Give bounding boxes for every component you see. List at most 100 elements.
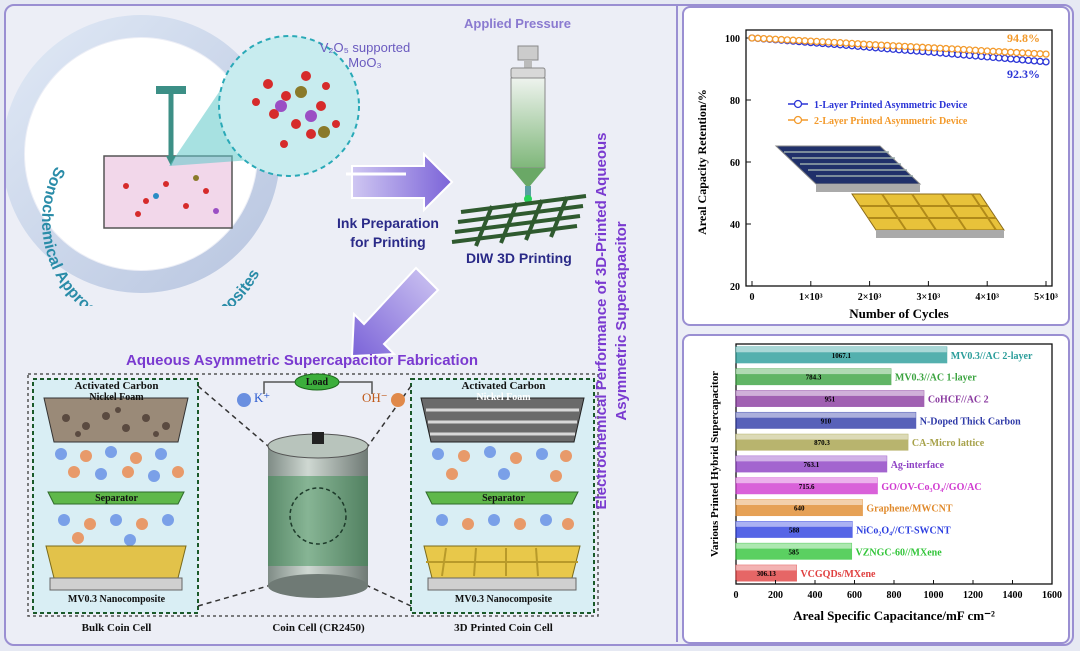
x-tick-label: 200 xyxy=(768,590,783,601)
series-point xyxy=(1030,57,1038,65)
series-point xyxy=(789,36,797,44)
bar-value-label: 306.13 xyxy=(757,570,777,578)
y-tick-label: 60 xyxy=(730,158,740,169)
bar-value-label: 763.1 xyxy=(803,461,819,469)
bar-name-label: MV0.3//AC 2-layer xyxy=(951,351,1033,362)
y-tick-label: 100 xyxy=(725,34,740,45)
series-point xyxy=(865,40,874,49)
x-tick-label: 1600 xyxy=(1042,590,1062,601)
series-point xyxy=(765,35,774,43)
series-point xyxy=(895,42,903,50)
bar-name-label: CA-Micro lattice xyxy=(912,438,985,449)
inset-label: V₂O₅ supported MoO₃ xyxy=(300,40,430,70)
circle-label-text: Sonochemical Approaches for Nanocomposit… xyxy=(38,164,263,340)
x-tick-label: 2×10³ xyxy=(858,292,882,303)
series-point xyxy=(795,36,803,45)
oh-ion-label: OH⁻ xyxy=(362,390,388,405)
bar-name-label: N-Doped Thick Carbon xyxy=(920,416,1021,427)
series-point xyxy=(842,39,850,47)
arrow-down-left xyxy=(350,266,440,358)
bulk-top2-label: Nickel Foam xyxy=(89,392,144,403)
series-point xyxy=(824,38,833,46)
bulk-top-label: Activated Carbon xyxy=(74,380,159,392)
series-point xyxy=(901,42,909,51)
x-axis-label: Number of Cycles xyxy=(849,306,948,321)
series-point xyxy=(1024,56,1033,65)
series-point xyxy=(818,38,827,46)
series-point xyxy=(1042,58,1050,66)
y-tick-label: 40 xyxy=(730,220,740,231)
series-point xyxy=(907,43,915,51)
series-point xyxy=(1042,50,1050,58)
bulk-separator-label: Separator xyxy=(95,493,138,504)
left-panel: Sonochemical Approaches for Nanocomposit… xyxy=(2,6,676,644)
bar-name-label: CoHCF//AC 2 xyxy=(928,395,989,406)
series-point xyxy=(771,35,780,43)
series-point xyxy=(807,37,815,45)
series-point xyxy=(836,39,844,47)
series-point xyxy=(1007,55,1015,63)
bar-highlight xyxy=(736,456,887,462)
legend-marker xyxy=(793,115,803,125)
circle-label: Sonochemical Approaches for Nanocomposit… xyxy=(26,156,263,340)
series-point xyxy=(1001,54,1009,63)
molecule-cluster xyxy=(252,71,340,148)
bar-highlight xyxy=(736,347,947,353)
printed-top2-label: Nickel Foam xyxy=(476,392,531,403)
series-point xyxy=(1030,49,1038,58)
series-point xyxy=(1036,57,1044,66)
bar-name-label: MV0.3//AC 1-layer xyxy=(895,373,977,384)
series-point xyxy=(983,53,991,61)
two-layer-device-image xyxy=(851,193,1005,231)
x-tick-label: 1×10³ xyxy=(799,292,823,303)
series-point xyxy=(889,42,897,50)
series-point xyxy=(813,37,821,46)
left-illustration xyxy=(2,15,599,617)
series-end-label: 92.3% xyxy=(1007,67,1040,81)
bar-name-label: Ag-interface xyxy=(891,460,945,471)
bar-name-label: VZNGC-60//MXene xyxy=(856,547,943,558)
inset-label-line2: MoO₃ xyxy=(348,55,382,70)
diw-label: DIW 3D Printing xyxy=(466,250,572,266)
series-point xyxy=(1012,55,1021,64)
one-layer-device-base xyxy=(816,184,920,192)
y-tick-label: 80 xyxy=(730,96,740,107)
divider xyxy=(676,6,678,642)
bar-value-label: 585 xyxy=(789,548,800,556)
legend-label: 2-Layer Printed Asymmetric Device xyxy=(814,116,968,127)
ink-label-line1: Ink Preparation xyxy=(337,215,439,231)
plot-frame xyxy=(745,29,1053,287)
series-point xyxy=(1024,49,1033,57)
series-point xyxy=(983,47,991,55)
bar-value-label: 1067.1 xyxy=(832,352,852,360)
two-layer-device-line xyxy=(911,193,937,231)
series-point xyxy=(848,39,856,48)
bar-highlight xyxy=(736,543,852,549)
series-point xyxy=(854,40,862,48)
bar-highlight xyxy=(736,434,908,440)
two-layer-device-line xyxy=(971,193,997,231)
series-point xyxy=(989,47,997,55)
series-point xyxy=(830,38,838,46)
series-end-label: 94.8% xyxy=(1007,31,1040,45)
series-point xyxy=(960,45,968,54)
series-point xyxy=(877,41,886,49)
beaker-molecules xyxy=(123,175,219,217)
series-point xyxy=(871,41,880,49)
series-point xyxy=(924,43,933,52)
y-tick-label: 20 xyxy=(730,282,740,293)
applied-pressure-label: Applied Pressure xyxy=(464,16,571,31)
series-point xyxy=(918,43,927,51)
vertical-title-line1: Electrochemical Performance of 3D-Printe… xyxy=(593,132,610,510)
bar-value-label: 870.3 xyxy=(814,439,830,447)
svg-text:Sonochemical Approaches for Na: Sonochemical Approaches for Nanocomposit… xyxy=(38,164,263,306)
series-point xyxy=(1018,49,1027,57)
series-point xyxy=(930,44,938,52)
fabrication-title: Aqueous Asymmetric Supercapacitor Fabric… xyxy=(126,352,479,369)
y-axis-label: Areal Capacity Retention/% xyxy=(695,89,709,235)
printed-bottom-label: MV0.3 Nanocomposite xyxy=(454,594,553,605)
printed-cell-stack xyxy=(410,378,595,614)
coin-cell-icon xyxy=(263,373,373,598)
